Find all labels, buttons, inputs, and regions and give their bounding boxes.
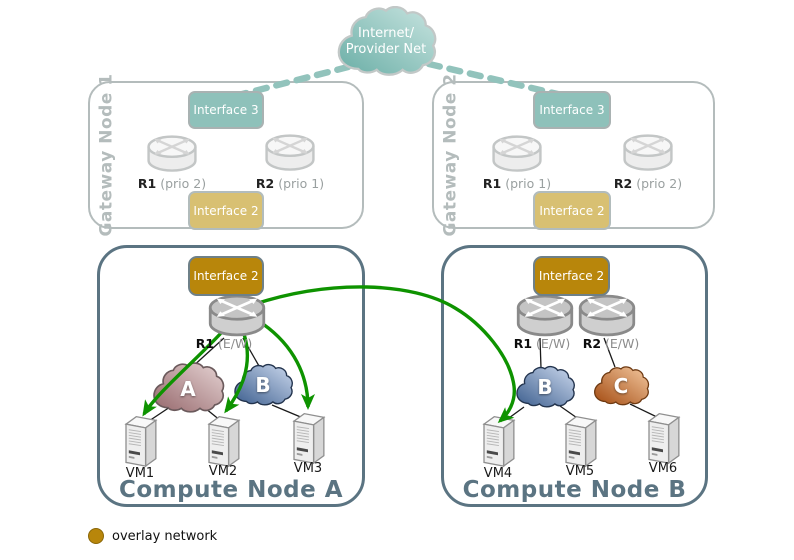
gw1-r2-label: R2 (prio 1) [255, 176, 325, 191]
internet-cloud-label: Internet/ Provider Net [327, 26, 445, 58]
cloud-b-node-b-letter: B [537, 375, 553, 399]
vm5-label: VM5 [565, 464, 595, 479]
gw1-r1-label: R1 (prio 2) [137, 176, 207, 191]
cloud-a-letter: A [180, 377, 196, 401]
gw2-interface2-label: Interface 2 [539, 203, 605, 218]
cnb-r1-label: R1 (E/W) [513, 336, 571, 351]
internet-label-line1: Internet/ [358, 26, 414, 41]
cna-r1-label: R1 (E/W) [195, 336, 253, 351]
compute-node-b-title: Compute Node B [462, 477, 687, 503]
gw2-interface2-box: Interface 2 [533, 191, 611, 230]
vm2-label: VM2 [208, 464, 238, 479]
cnb-interface2-label: Interface 2 [538, 269, 605, 283]
legend: overlay network [88, 528, 217, 544]
gateway-node-2-title: Gateway Node 2 [441, 73, 461, 237]
vm1-label: VM1 [125, 466, 155, 481]
internet-label-line2: Provider Net [345, 42, 427, 57]
gw2-r2-label: R2 (prio 2) [613, 176, 683, 191]
gw1-interface2-box: Interface 2 [188, 191, 264, 230]
cna-interface2-label: Interface 2 [193, 269, 259, 283]
compute-node-a-title: Compute Node A [118, 477, 343, 503]
cnb-interface2-box: Interface 2 [533, 256, 610, 296]
vm4-label: VM4 [483, 466, 513, 481]
gw1-interface2-label: Interface 2 [193, 203, 259, 218]
vm3-label: VM3 [293, 461, 323, 476]
gw1-interface3-label: Interface 3 [193, 103, 259, 117]
vm6-label: VM6 [648, 461, 678, 476]
overlay-network-legend-label: overlay network [112, 528, 218, 544]
cloud-b-node-a-letter: B [255, 373, 271, 397]
cloud-c-letter: C [613, 374, 629, 398]
gw2-interface3-label: Interface 3 [539, 103, 605, 117]
gateway-node-1-title: Gateway Node 1 [97, 73, 117, 237]
cna-interface2-box: Interface 2 [188, 256, 264, 296]
gw2-interface3-box: Interface 3 [533, 91, 611, 129]
overlay-network-legend-dot [88, 528, 104, 544]
cnb-r2-label: R2 (E/W) [582, 336, 640, 351]
gw2-r1-label: R1 (prio 1) [482, 176, 552, 191]
gw1-interface3-box: Interface 3 [188, 91, 264, 129]
